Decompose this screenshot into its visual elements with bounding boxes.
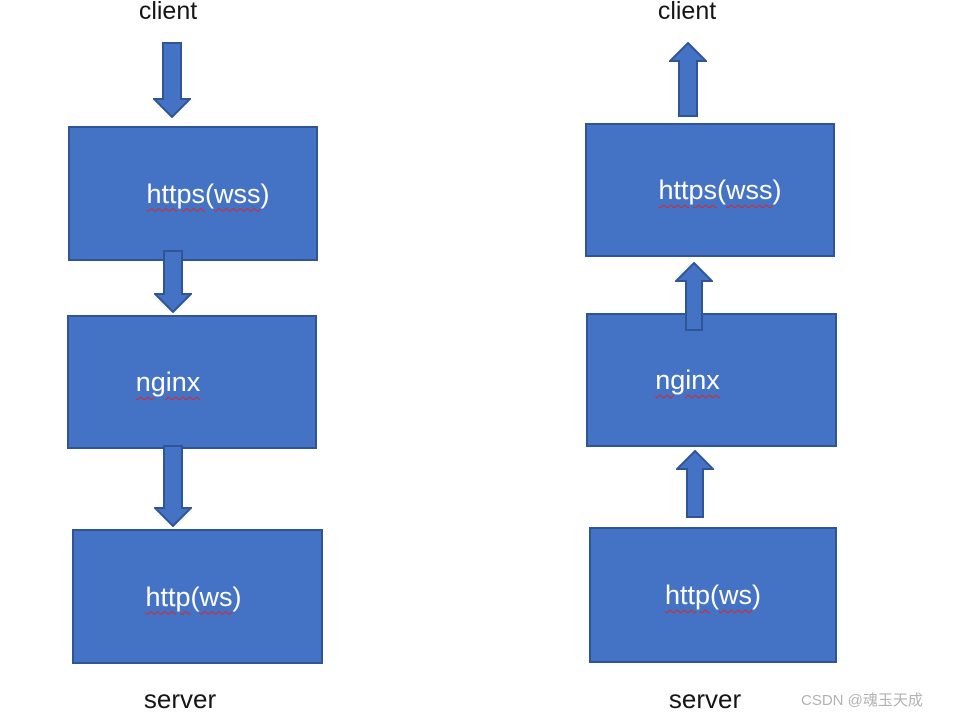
arrow-down-icon [154,250,192,313]
node-https-wss-left: https(wss) [68,126,318,261]
server-label-left: server [143,684,217,714]
arrow-up-icon [675,262,713,331]
server-label-right: server [668,684,742,714]
node-http-ws-left: http(ws) [72,529,323,664]
node-label: nginx [655,365,720,395]
arrow-down-icon [154,445,192,527]
node-label: http(ws) [145,581,242,612]
node-label: https(wss) [658,175,782,205]
client-label-left: client [138,0,198,25]
arrow-up-icon [676,450,714,518]
arrow-down-icon [153,42,191,118]
arrow-up-icon [669,42,707,117]
node-https-wss-right: https(wss) [585,123,835,257]
node-label: http(ws) [664,580,762,610]
client-label-right: client [657,0,717,25]
csdn-watermark: CSDN @魂玉天成 [801,692,923,709]
node-label: nginx [135,367,201,397]
node-label: https(wss) [146,178,270,209]
node-nginx-right: nginx [586,313,837,447]
node-nginx-left: nginx [67,315,317,449]
node-http-ws-right: http(ws) [589,527,837,663]
